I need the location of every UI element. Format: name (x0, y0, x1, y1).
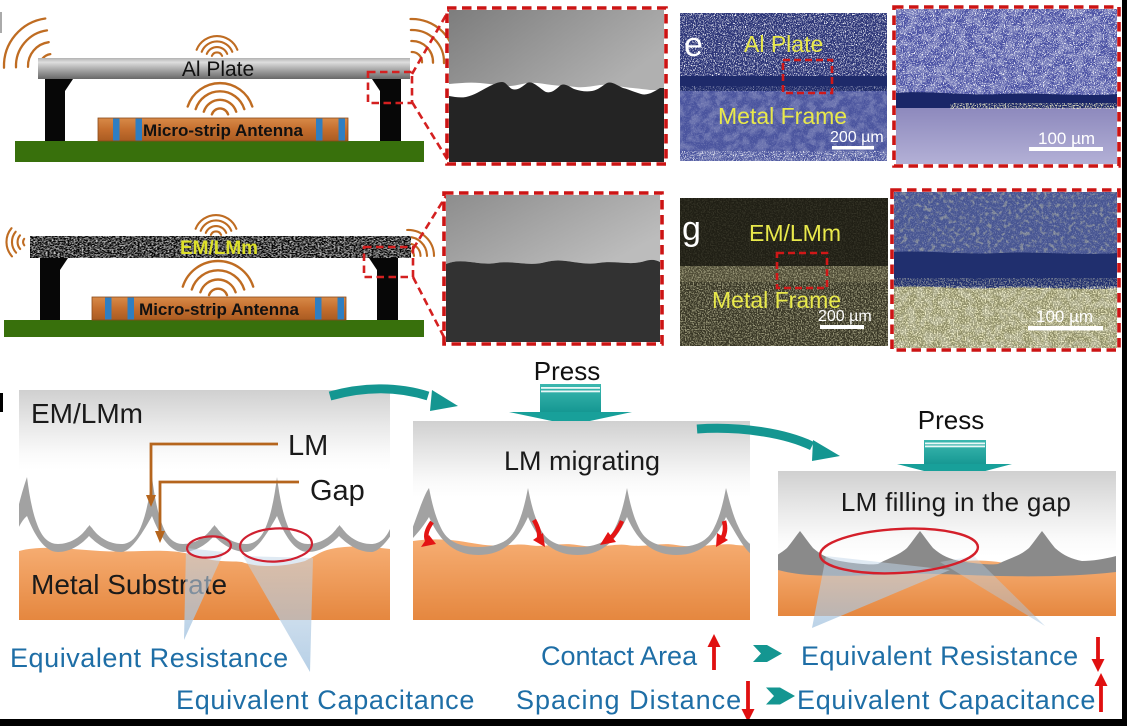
svg-text:Equivalent Resistance: Equivalent Resistance (10, 643, 289, 673)
svg-text:Contact Area: Contact Area (541, 641, 698, 671)
svg-text:Al Plate: Al Plate (182, 58, 254, 81)
svg-text:Metal Frame: Metal Frame (718, 103, 847, 129)
svg-text:Equivalent Capacitance: Equivalent Capacitance (797, 685, 1096, 715)
svg-text:200 µm: 200 µm (830, 129, 884, 146)
svg-text:LM migrating: LM migrating (504, 446, 660, 476)
svg-text:Metal Frame: Metal Frame (712, 287, 841, 313)
svg-text:Press: Press (918, 405, 984, 435)
svg-text:Equivalent Resistance: Equivalent Resistance (801, 641, 1079, 671)
svg-text:e: e (684, 26, 703, 64)
svg-text:LM filling in the gap: LM filling in the gap (841, 487, 1071, 517)
svg-text:Gap: Gap (310, 475, 365, 507)
svg-text:Al Plate: Al Plate (744, 31, 823, 57)
svg-text:Micro-strip Antenna: Micro-strip Antenna (139, 300, 299, 319)
svg-text:200 µm: 200 µm (818, 308, 872, 325)
svg-text:100 µm: 100 µm (1036, 307, 1093, 326)
svg-text:EM/LMm: EM/LMm (31, 398, 143, 429)
svg-text:100 µm: 100 µm (1038, 129, 1095, 148)
svg-text:EM/LMm: EM/LMm (180, 238, 258, 259)
svg-text:Equivalent Capacitance: Equivalent Capacitance (176, 685, 475, 715)
svg-text:Press: Press (534, 356, 600, 386)
svg-text:Micro-strip Antenna: Micro-strip Antenna (143, 121, 303, 140)
svg-text:g: g (682, 210, 701, 248)
svg-text:Spacing Distance: Spacing Distance (516, 685, 742, 715)
svg-text:EM/LMm: EM/LMm (749, 220, 841, 246)
svg-text:LM: LM (288, 430, 328, 462)
